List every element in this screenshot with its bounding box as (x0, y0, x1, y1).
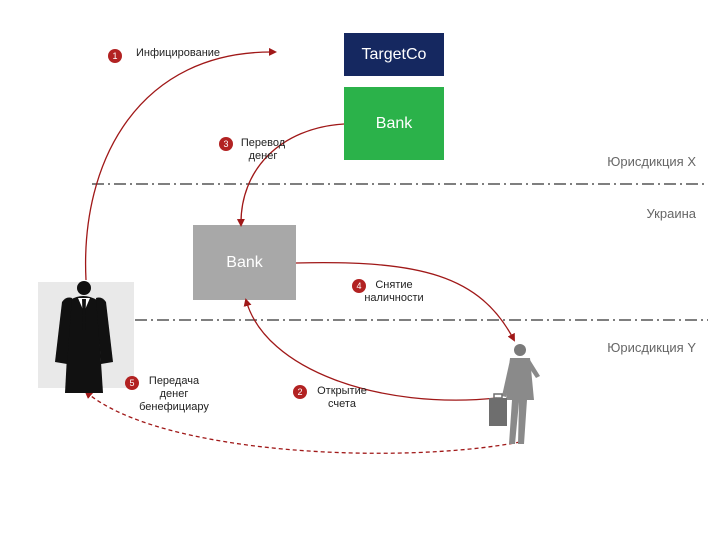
step-4-label-line1: Снятие (375, 279, 413, 291)
step-3-badge: 3 (219, 137, 233, 151)
step-3-label-line2: денег (248, 150, 278, 162)
targetco-label: TargetCo (361, 45, 427, 63)
step-5-label-line3: бенефициару (139, 401, 209, 413)
step-1-badge: 1 (108, 49, 122, 63)
step-3-label-line1: Перевод (240, 137, 286, 149)
step-4-label: Снятие наличности (360, 279, 428, 305)
step-2-label-line1: Открытие (317, 385, 367, 397)
arrow-infection (84, 47, 277, 281)
arrow-cash-withdrawal (295, 262, 515, 342)
bank-x-label: Bank (375, 115, 413, 132)
step-2-label: Открытие счета (311, 385, 373, 411)
step-5-label-line2: денег (159, 388, 189, 400)
step-5-badge: 5 (125, 376, 139, 390)
arrow-account-opening (243, 298, 498, 401)
arrow-beneficiary (84, 390, 521, 454)
bank-ukraine-label: Bank (226, 254, 263, 271)
businessman-with-briefcase-icon (489, 344, 540, 444)
step-5-label: Передача денег бенефициару (136, 375, 212, 414)
bank-jurisdiction-x-box: Bank (344, 87, 444, 160)
ukraine-label: Украина (646, 206, 697, 221)
anonymous-man-in-suit-icon (38, 281, 134, 393)
bank-ukraine-box: Bank (193, 225, 296, 300)
jurisdiction-y-label: Юрисдикция Y (607, 340, 696, 355)
step-2-label-line2: счета (328, 398, 356, 410)
step-3-label: Перевод денег (238, 137, 288, 163)
step-4-label-line2: наличности (364, 292, 424, 304)
step-4-badge: 4 (352, 279, 366, 293)
step-5-label-line1: Передача (148, 375, 200, 387)
targetco-box: TargetCo (344, 33, 444, 76)
step-1-label: Инфицирование (136, 47, 221, 59)
arrow-transfer (236, 123, 345, 227)
step-2-badge: 2 (293, 385, 307, 399)
jurisdiction-x-label: Юрисдикция X (607, 154, 696, 169)
